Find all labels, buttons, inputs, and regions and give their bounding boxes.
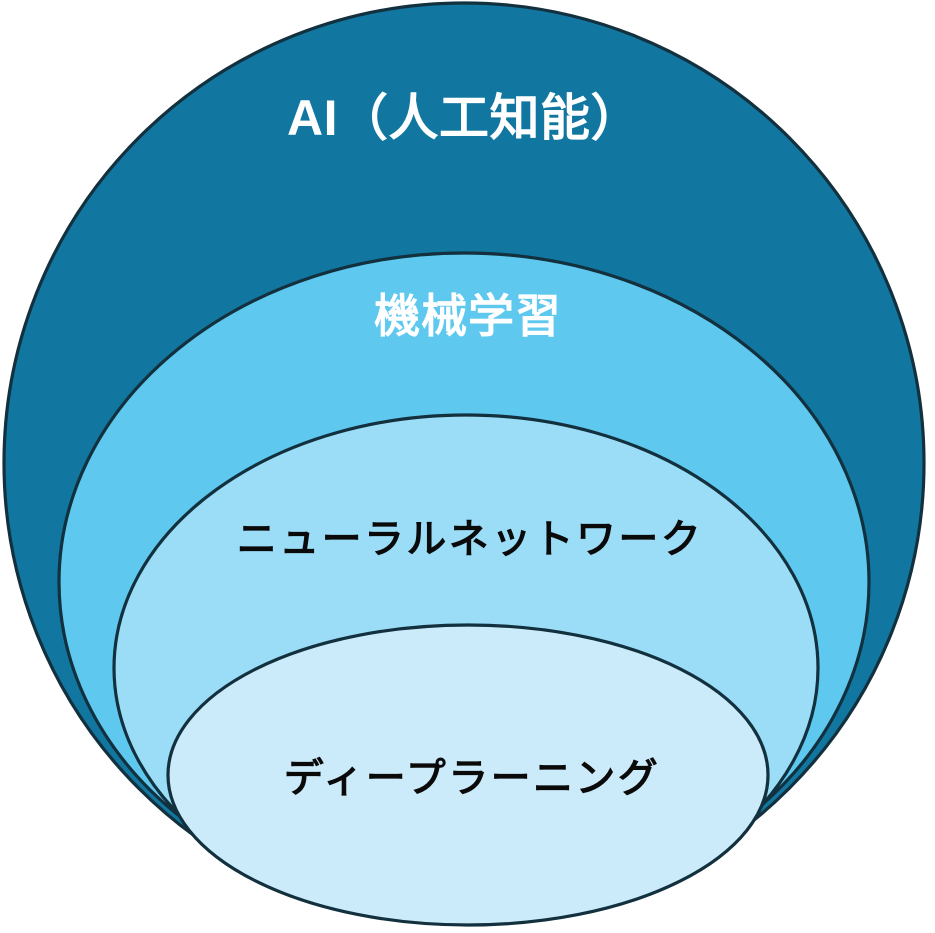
layer-label-deep-learning: ディープラーニング xyxy=(284,756,660,801)
layer-label-ai: AI（人工知能） xyxy=(287,90,641,146)
layer-label-neural-network: ニューラルネットワーク xyxy=(237,518,703,562)
layer-shape-deep-learning[interactable] xyxy=(166,623,770,927)
layer-label-machine-learning: 機械学習 xyxy=(374,290,562,342)
